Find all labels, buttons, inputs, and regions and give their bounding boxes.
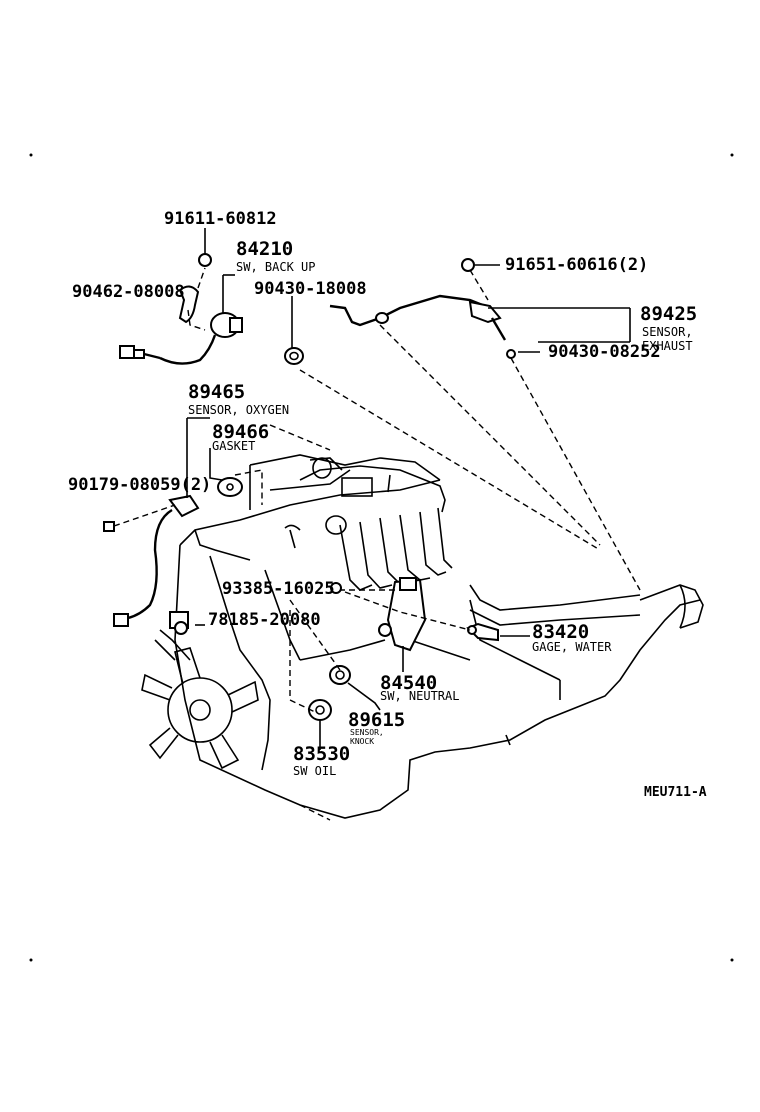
part-number-89466: 89466 [212,421,269,443]
knock-sensor-icon [329,665,351,685]
part-number-89615: 89615 [348,709,405,731]
part-number-93385: 93385-16025 [222,579,335,599]
part-desc-84540: SW, NEUTRAL [380,689,459,703]
part-labels: 91611-60812 84210 SW, BACK UP 90462-0800… [68,209,707,800]
registration-marks [29,153,734,962]
part-number-90179: 90179-08059(2) [68,475,211,495]
diagram-code: MEU711-A [644,785,707,800]
part-desc-89466: GASKET [212,439,255,453]
sensor-icon [169,611,189,635]
gasket-icon [217,477,243,497]
plug-icon [330,582,342,594]
engine-illustration [141,454,704,819]
part-number-83420: 83420 [532,621,589,643]
fan-icon [141,647,259,770]
part-number-84540: 84540 [380,672,437,694]
exhaust-sensor-icon [329,294,507,341]
part-number-91611: 91611-60812 [164,209,277,229]
part-desc-89465: SENSOR, OXYGEN [188,403,289,417]
part-number-90462: 90462-08008 [72,282,185,302]
gasket-ring-icon [284,347,304,365]
washer-icon [506,349,516,359]
clamp-icon [178,285,200,324]
part-number-89425: 89425 [640,303,697,325]
part-desc-83530: SW OIL [293,764,336,778]
part-desc-89615-line2: KNOCK [350,737,374,746]
part-number-90430b: 90430-08252 [548,342,661,362]
leader-lines [113,228,641,821]
part-desc-89425-line1: SENSOR, [642,325,693,339]
part-glyphs [103,253,516,721]
nut-icon [103,521,115,532]
part-number-89465: 89465 [188,381,245,403]
part-desc-84210: SW, BACK UP [236,260,315,274]
part-number-91651: 91651-60616(2) [505,255,648,275]
part-desc-83420: GAGE, WATER [532,640,612,654]
part-number-83530: 83530 [293,743,350,765]
bolt-icon [198,253,212,267]
neutral-switch-icon [378,577,427,652]
water-gage-icon [466,622,499,642]
nut-icon [461,258,475,272]
part-desc-89425-line2: EXHAUST [642,339,693,353]
part-number-90430a: 90430-18008 [254,279,367,299]
oxygen-sensor-icon [113,494,200,627]
part-number-84210: 84210 [236,238,293,260]
part-desc-89615-line1: SENSOR, [350,728,384,737]
backup-switch-icon [119,312,243,365]
part-number-78185: 78185-20080 [208,610,321,630]
